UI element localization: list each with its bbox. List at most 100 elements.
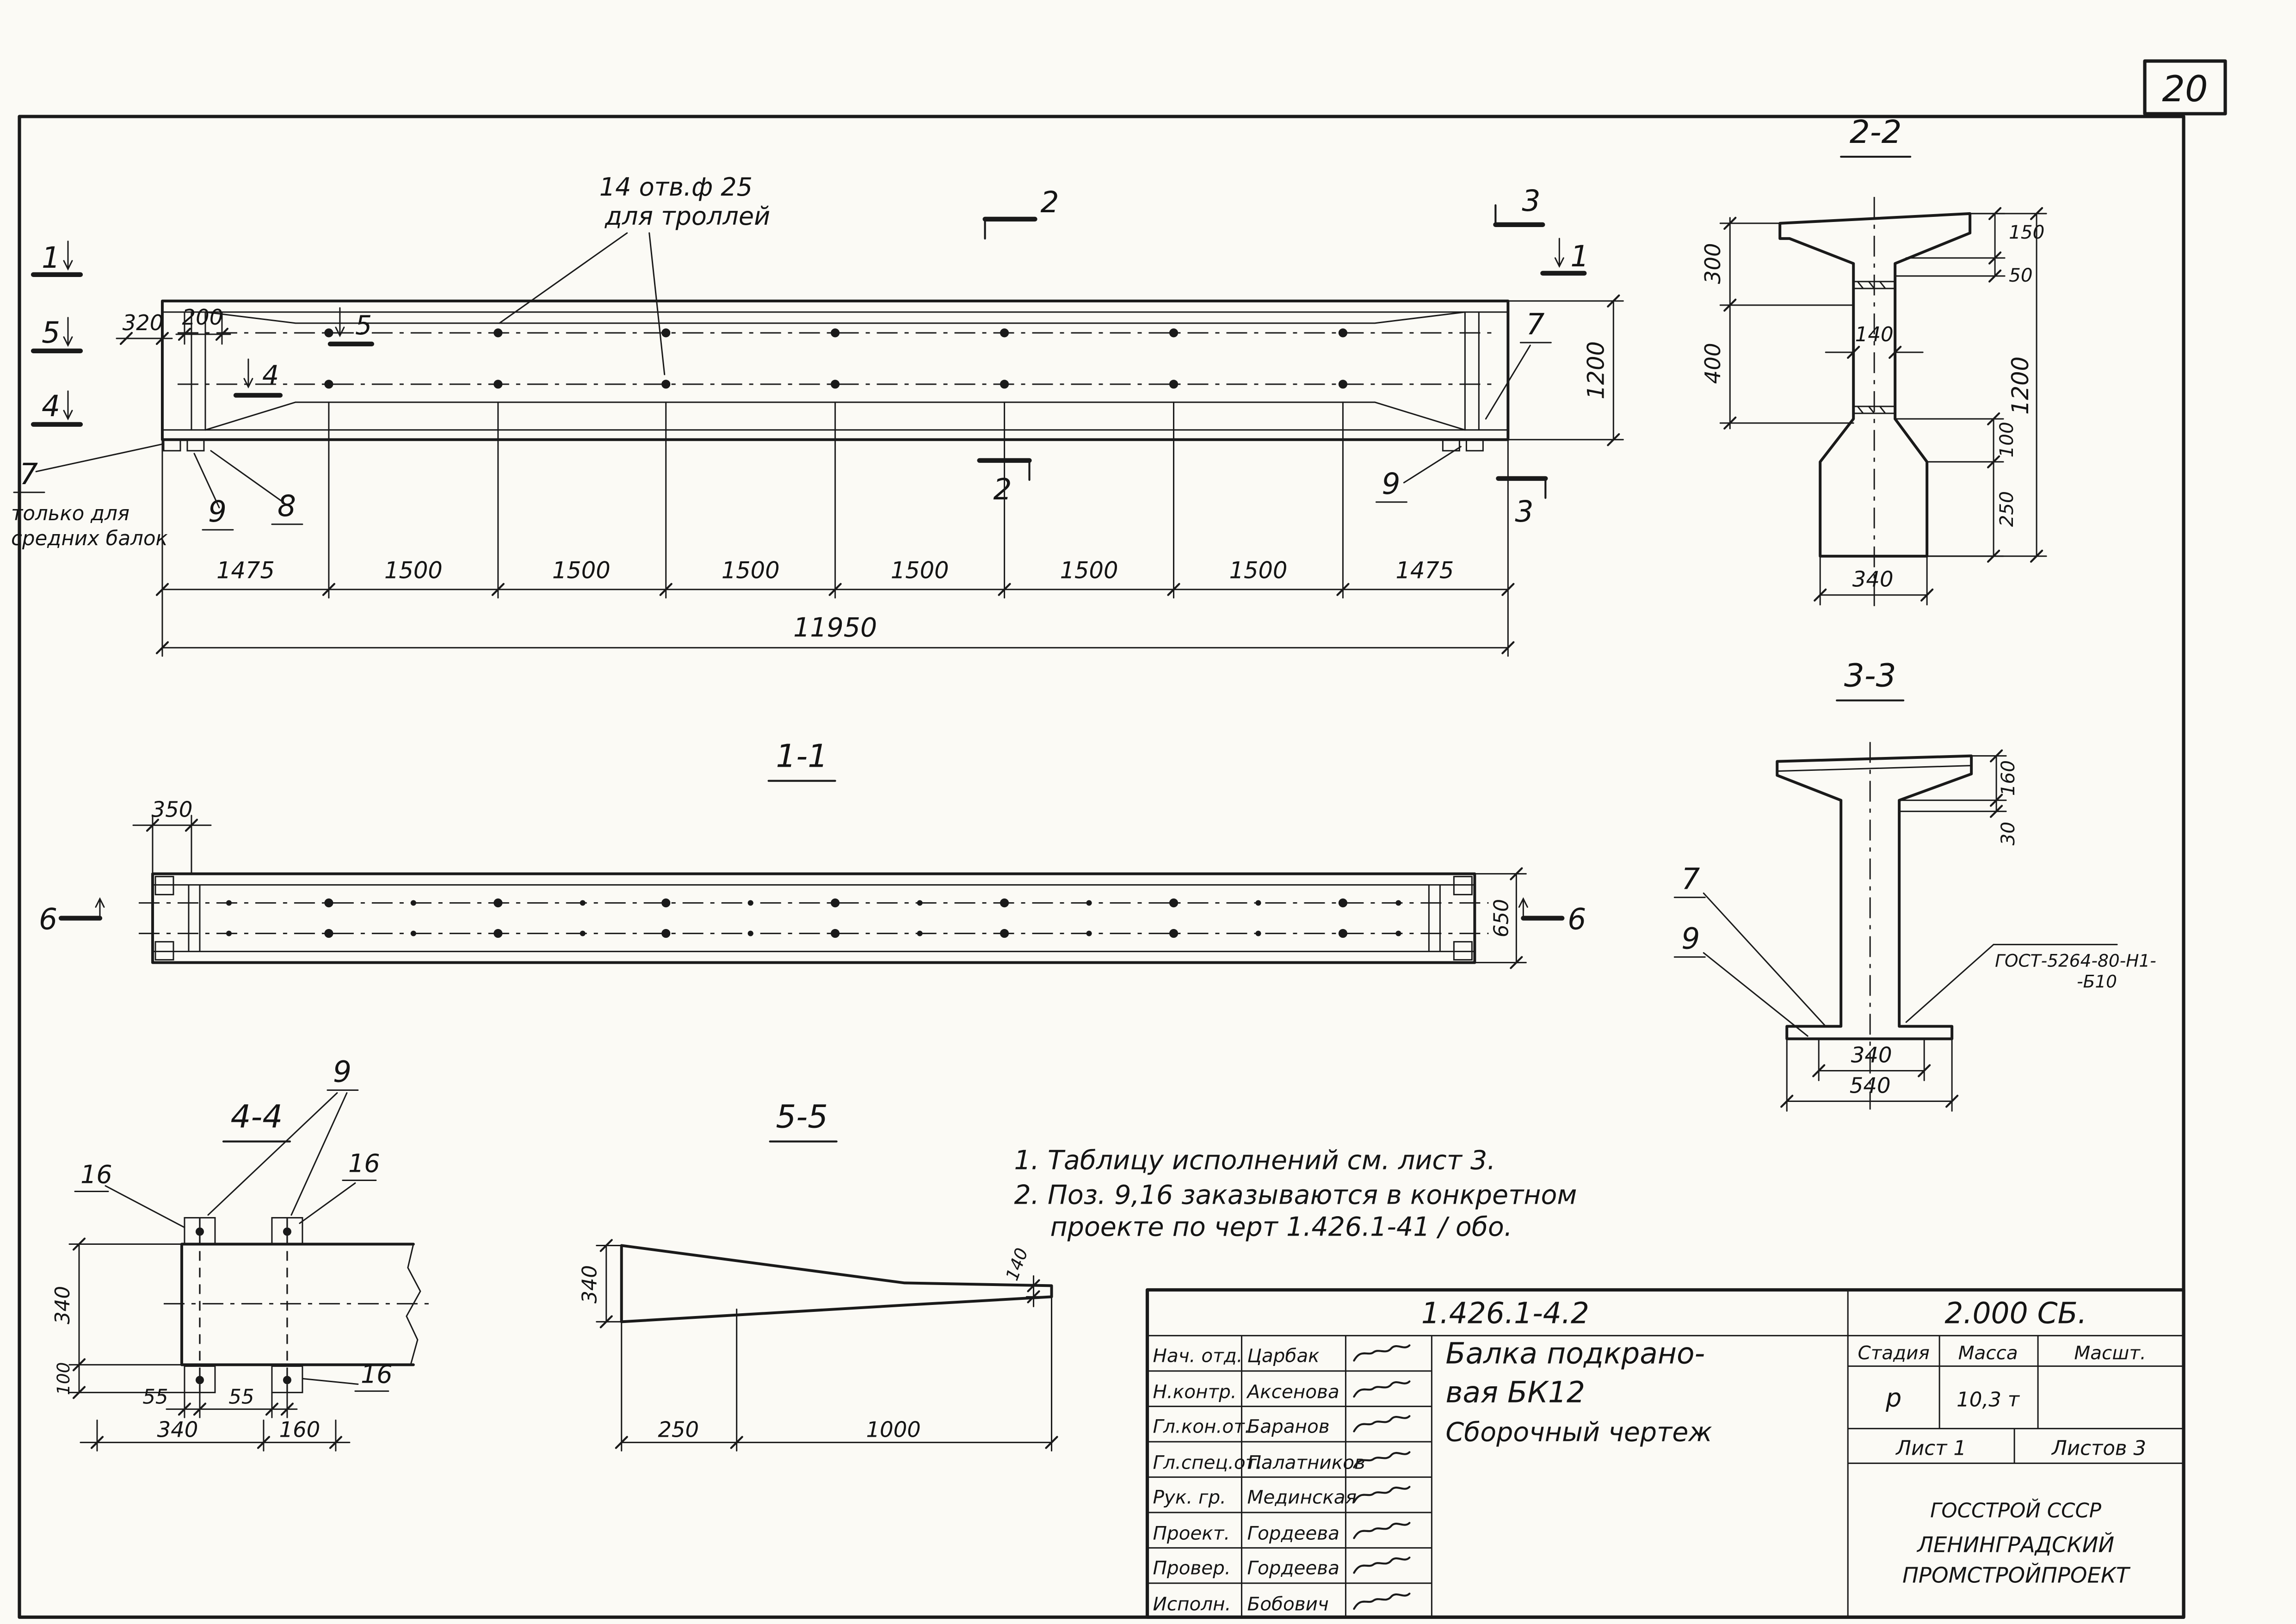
dim-340-side: 340 bbox=[51, 1286, 74, 1324]
doc-code: 2.000 СБ. bbox=[1944, 1296, 2086, 1330]
bolt-holes bbox=[195, 1227, 291, 1384]
org-line1: ГОССТРОЙ СССР bbox=[1930, 1499, 2102, 1522]
pos-9-left-leader bbox=[193, 453, 234, 531]
section-mark-4-inner: 4 bbox=[262, 360, 279, 391]
drawing-title-line2: вая БК12 bbox=[1445, 1375, 1585, 1409]
callout-leaders bbox=[499, 232, 666, 375]
flange-seam-line bbox=[1776, 765, 1972, 772]
cut-3-bottom-label: 3 bbox=[1515, 495, 1533, 529]
lower-dim-ticks bbox=[90, 1436, 342, 1449]
hole-centerlines bbox=[177, 332, 1496, 385]
pos-9-left: 9 bbox=[208, 495, 227, 529]
section-mark-5-inner: 5 bbox=[355, 310, 372, 341]
section-3-3-title: 3-3 bbox=[1844, 658, 1896, 695]
row-name-7: Гордеева bbox=[1247, 1556, 1339, 1579]
dim-340: 340 bbox=[1852, 567, 1894, 592]
row-name-2: Аксенова bbox=[1246, 1380, 1339, 1403]
scale-header: Масшт. bbox=[2074, 1341, 2146, 1364]
dim-total-length: 11950 bbox=[793, 613, 877, 643]
dim-650-ticks bbox=[1510, 867, 1523, 969]
dim-350: 350 bbox=[152, 797, 193, 822]
dim-300: 300 bbox=[1700, 243, 1725, 284]
section-1-1-title: 1-1 bbox=[776, 738, 828, 775]
pos-7-label: 7 bbox=[1681, 862, 1700, 896]
row-role-4: Гл.спец.от. bbox=[1153, 1451, 1262, 1473]
dim-140: 140 bbox=[1855, 323, 1894, 346]
corner-cutouts bbox=[154, 876, 1473, 961]
arrow-5-left bbox=[63, 317, 73, 347]
bottom-dim-ticks bbox=[1814, 588, 1934, 602]
lower-dim-lines bbox=[1894, 418, 2004, 557]
holes-callout-line1: 14 отв.ф 25 bbox=[599, 172, 753, 202]
row-name-1: Царбак bbox=[1247, 1344, 1320, 1366]
row-name-6: Гордеева bbox=[1247, 1522, 1339, 1544]
total-height-dim-ticks bbox=[2030, 207, 2043, 563]
note-line-1: 1. Таблицу исполнений см. лист 3. bbox=[1014, 1145, 1496, 1175]
pos-16-left: 16 bbox=[80, 1160, 112, 1189]
section-4-4-title: 4-4 bbox=[231, 1099, 283, 1136]
dim-55-a: 55 bbox=[142, 1385, 168, 1409]
note-line-2: 2. Поз. 9,16 заказываются в конкретном bbox=[1014, 1180, 1577, 1210]
holes-callout-line2: для троллей bbox=[605, 202, 770, 231]
dim-160: 160 bbox=[1997, 760, 2019, 796]
gost-label-line1: ГОСТ-5264-80-Н1- bbox=[1995, 951, 2156, 971]
dim-1000: 1000 bbox=[866, 1417, 920, 1442]
row-name-3: Баранов bbox=[1247, 1415, 1329, 1437]
pos-9-leader bbox=[1673, 952, 1808, 1037]
stage-header: Стадия bbox=[1858, 1341, 1930, 1364]
pos-16-left-leader bbox=[74, 1185, 185, 1228]
section-2-2-title: 2-2 bbox=[1850, 114, 1902, 151]
bolt-dim-ticks bbox=[178, 1403, 294, 1416]
section-mark-5-left: 5 bbox=[42, 316, 60, 350]
notes: 1. Таблицу исполнений см. лист 3. 2. Поз… bbox=[1014, 1145, 1577, 1242]
dim-55-b: 55 bbox=[228, 1385, 254, 1409]
plan-inner-lines bbox=[152, 884, 1475, 953]
mark-6-right-arrow bbox=[1518, 897, 1528, 919]
pos-7-note-line2: средних балок bbox=[11, 527, 168, 550]
org-line3: ПРОМСТРОЙПРОЕКТ bbox=[1902, 1562, 2131, 1587]
dim-100: 100 bbox=[53, 1362, 74, 1396]
section-3-3: 3-3 160 30 ГОСТ-5264-80-Н1- -Б10 7 9 340… bbox=[1673, 658, 2156, 1112]
detail-body bbox=[180, 1243, 415, 1366]
page-number-box bbox=[2143, 59, 2227, 116]
row-name-8: Бобович bbox=[1247, 1593, 1328, 1615]
pos-16-right-leader bbox=[299, 1179, 377, 1224]
cut-2-bottom-label: 2 bbox=[994, 473, 1012, 506]
taper-plate-outline bbox=[620, 1244, 1053, 1323]
cut-2-top-label: 2 bbox=[1041, 185, 1059, 219]
dim-250: 250 bbox=[1995, 491, 2018, 527]
row-role-5: Рук. гр. bbox=[1153, 1486, 1226, 1508]
row-role-6: Проект. bbox=[1153, 1522, 1230, 1544]
row-role-3: Гл.кон.от. bbox=[1153, 1415, 1250, 1437]
row-role-8: Исполн. bbox=[1153, 1593, 1231, 1615]
pos-7-left-leader bbox=[13, 443, 165, 493]
drawing-title-line3: Сборочный чертеж bbox=[1445, 1417, 1712, 1447]
dim-340: 340 bbox=[1851, 1043, 1892, 1068]
lower-dim-lines bbox=[80, 1419, 351, 1452]
pos-9-leaders bbox=[207, 1089, 359, 1216]
stage-value: р bbox=[1885, 1383, 1901, 1412]
org-line2: ЛЕНИНГРАДСКИЙ bbox=[1916, 1532, 2114, 1557]
pos-8-label: 8 bbox=[278, 489, 296, 523]
trolley-holes bbox=[324, 328, 1348, 389]
pos-7-left: 7 bbox=[19, 457, 38, 491]
plan-centerlines bbox=[138, 902, 1489, 935]
height-dim-ticks bbox=[1607, 294, 1620, 446]
pos-9-label: 9 bbox=[1681, 922, 1700, 956]
dim-340-bottom: 340 bbox=[157, 1417, 198, 1442]
bottom-dim-ticks bbox=[615, 1436, 1058, 1449]
lower-dim-ticks bbox=[1987, 412, 2000, 563]
dim-340-ticks bbox=[1812, 1064, 1931, 1077]
height-dim-lines bbox=[1507, 300, 1624, 441]
section-4-4: 4-4 9 16 16 16 340 100 55 55 340 160 bbox=[51, 1055, 433, 1452]
arrow-4-inner bbox=[243, 358, 253, 389]
pos-7-right-leader bbox=[1485, 342, 1552, 420]
pos-16-right: 16 bbox=[348, 1149, 380, 1178]
flange-dim-lines bbox=[1894, 213, 2006, 277]
left-dim-ticks bbox=[1723, 216, 1737, 430]
pos-16-bottom: 16 bbox=[361, 1359, 393, 1389]
dim-650: 650 bbox=[1490, 899, 1513, 937]
mark-6-left-arrow bbox=[95, 897, 105, 919]
dim-350-ticks bbox=[146, 818, 198, 832]
mass-header: Масса bbox=[1958, 1341, 2018, 1364]
